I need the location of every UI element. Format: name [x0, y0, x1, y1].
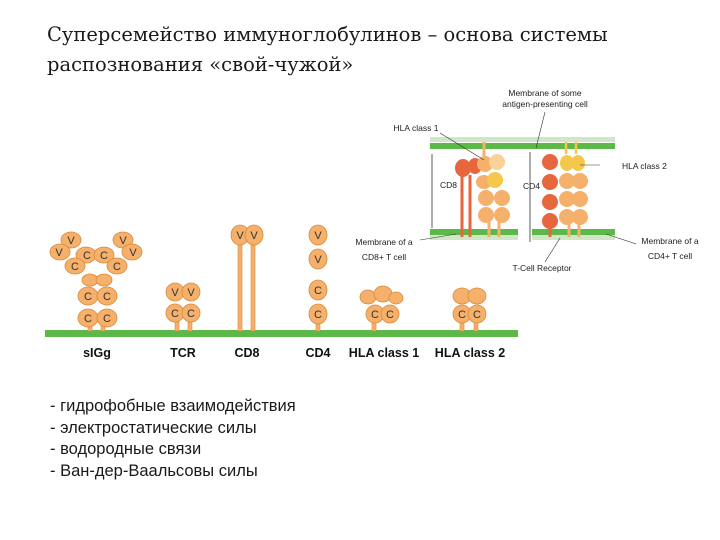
sigg-domain-c: C: [103, 291, 111, 303]
cd8-molecule: V V: [230, 224, 264, 332]
sigg-domain-v: V: [67, 235, 75, 247]
inset-label-tcr: T-Cell Receptor: [512, 263, 571, 273]
bullet-item: - гидрофобные взаимодействия: [50, 397, 296, 415]
label-cd8: CD8: [234, 346, 259, 360]
cd4-molecule: V V C C: [308, 224, 328, 332]
bullet-item: - электростатические силы: [50, 418, 257, 437]
sigg-domain-c: C: [83, 250, 91, 262]
title-line-1: Суперсемейство иммуноглобулинов – основа…: [47, 23, 608, 46]
tcr-domain-v: V: [187, 287, 195, 299]
label-hla2: HLA class 2: [435, 346, 505, 360]
inset-label-apc-membrane-2: antigen-presenting cell: [502, 99, 588, 109]
inset-label-apc-membrane: Membrane of some: [508, 88, 581, 98]
cd8-domain-v: V: [250, 230, 258, 242]
inset-label-cd4-membrane: Membrane of a: [641, 236, 698, 246]
inset-label-cd8: CD8: [440, 180, 457, 190]
sigg-domain-c: C: [84, 291, 92, 303]
cd4-domain-v: V: [314, 230, 322, 242]
tcr-domain-c: C: [171, 308, 179, 320]
inset-label-hla1: HLA class 1: [394, 123, 439, 133]
hla2-domain-c: C: [473, 309, 481, 321]
inset-cell-interaction: Membrane of some antigen-presenting cell…: [355, 88, 698, 273]
hla2-molecule: C C: [452, 287, 487, 332]
label-hla1: HLA class 1: [349, 346, 419, 360]
sigg-domain-c: C: [84, 313, 92, 325]
hla1-domain-c: C: [371, 309, 379, 321]
bullet-item: - Ван-дер-Ваальсовы силы: [50, 461, 258, 480]
inset-label-cd8-membrane-2: CD8+ T cell: [362, 252, 406, 262]
label-tcr: TCR: [170, 346, 196, 360]
sigg-domain-c: C: [100, 250, 108, 262]
sigg-molecule: V V C C V V C C C C C C: [49, 231, 143, 332]
bullet-list: - гидрофобные взаимодействия - электрост…: [50, 396, 296, 482]
sigg-domain-v: V: [119, 235, 127, 247]
tcr-molecule: V V C C: [165, 282, 201, 332]
sigg-domain-c: C: [71, 261, 79, 273]
title-line-2: распознования «свой-чужой»: [47, 53, 354, 76]
hla2-domain-c: C: [458, 309, 466, 321]
inset-label-cd8-membrane: Membrane of a: [355, 237, 412, 247]
sigg-domain-v: V: [129, 247, 137, 259]
sigg-domain-v: V: [55, 247, 63, 259]
bullet-item: - водородные связи: [50, 440, 202, 458]
inset-label-hla2: HLA class 2: [622, 161, 667, 171]
cd4-domain-c: C: [314, 309, 322, 321]
sigg-domain-c: C: [113, 261, 121, 273]
cd4-domain-v: V: [314, 254, 322, 266]
cell-membrane: [45, 330, 518, 337]
hla1-domain-c: C: [386, 309, 394, 321]
tcr-domain-c: C: [187, 308, 195, 320]
hla1-molecule: C C: [359, 285, 404, 332]
inset-label-cd4: CD4: [523, 181, 540, 191]
inset-label-cd4-membrane-2: CD4+ T cell: [648, 251, 692, 261]
label-sigg: sIGg: [83, 346, 111, 360]
tcr-domain-v: V: [171, 287, 179, 299]
sigg-domain-c: C: [103, 313, 111, 325]
cd4-domain-c: C: [314, 285, 322, 297]
cd8-domain-v: V: [236, 230, 244, 242]
label-cd4: CD4: [305, 346, 330, 360]
slide-title: Суперсемейство иммуноглобулинов – основа…: [47, 20, 687, 80]
